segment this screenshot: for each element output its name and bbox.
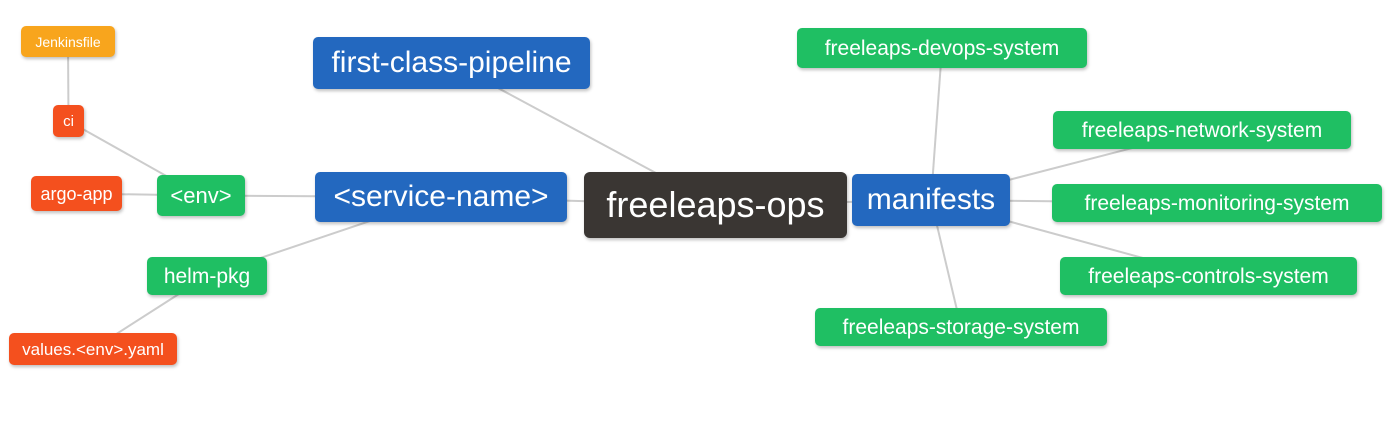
node-freeleaps-devops-system[interactable]: freeleaps-devops-system <box>797 28 1087 68</box>
node-service-name[interactable]: <service-name> <box>315 172 567 222</box>
node-env[interactable]: <env> <box>157 175 245 216</box>
node-freeleaps-monitoring-system[interactable]: freeleaps-monitoring-system <box>1052 184 1382 222</box>
node-first-class-pipeline[interactable]: first-class-pipeline <box>313 37 590 89</box>
node-jenkinsfile[interactable]: Jenkinsfile <box>21 26 115 57</box>
node-manifests[interactable]: manifests <box>852 174 1010 226</box>
node-freeleaps-controls-system[interactable]: freeleaps-controls-system <box>1060 257 1357 295</box>
node-freeleaps-network-system[interactable]: freeleaps-network-system <box>1053 111 1351 149</box>
node-freeleaps-ops[interactable]: freeleaps-ops <box>584 172 847 238</box>
node-values-env-yaml[interactable]: values.<env>.yaml <box>9 333 177 365</box>
node-argo-app[interactable]: argo-app <box>31 176 122 211</box>
node-freeleaps-storage-system[interactable]: freeleaps-storage-system <box>815 308 1107 346</box>
node-helm-pkg[interactable]: helm-pkg <box>147 257 267 295</box>
node-ci[interactable]: ci <box>53 105 84 137</box>
